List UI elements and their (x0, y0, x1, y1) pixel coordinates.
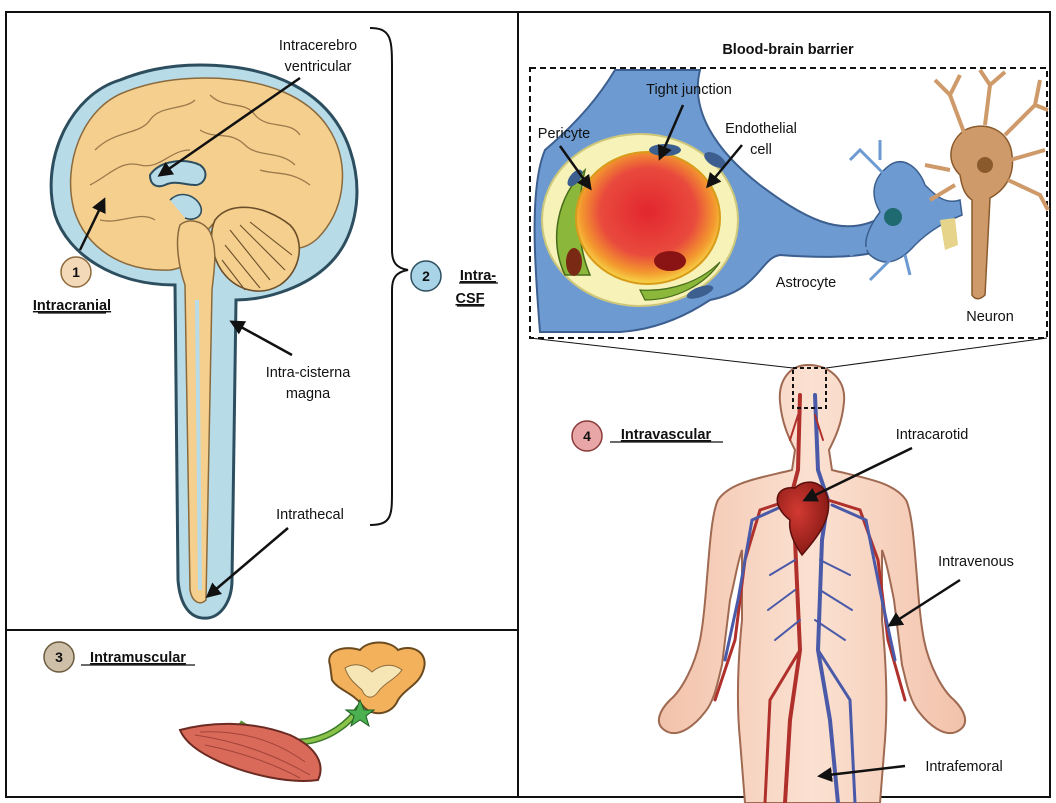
brain-sagittal-illustration (51, 65, 357, 618)
label-astrocyte: Astrocyte (776, 275, 836, 291)
label-tight-junction: Tight junction (646, 82, 732, 98)
csf-brace (370, 28, 408, 525)
label-intrathecal: Intrathecal (276, 507, 344, 523)
badge-2-number: 2 (422, 268, 430, 284)
title-blood-brain-barrier: Blood-brain barrier (722, 42, 854, 58)
label-endothelial-line2: cell (750, 142, 772, 158)
label-intravenous: Intravenous (938, 554, 1014, 570)
label-endothelial-line1: Endothelial (725, 121, 797, 137)
badge-1-number: 1 (72, 264, 80, 280)
label-intra-cisterna-line1: Intra-cisterna (266, 365, 352, 381)
badge-3: 3 (44, 642, 74, 672)
label-pericyte: Pericyte (538, 126, 590, 142)
badge-2: 2 (411, 261, 441, 291)
badge-4: 4 (572, 421, 602, 451)
badge-3-number: 3 (55, 649, 63, 665)
badge-4-number: 4 (583, 428, 591, 444)
neuromuscular-illustration (180, 643, 425, 781)
title-intramuscular: Intramuscular (90, 650, 186, 666)
label-neuron: Neuron (966, 309, 1014, 325)
title-intravascular: Intravascular (621, 427, 712, 443)
label-intrafemoral: Intrafemoral (925, 759, 1002, 775)
title-intra-csf-line1: Intra- (460, 268, 496, 284)
label-intracerebroventricular-line2: ventricular (285, 59, 352, 75)
arrow-intra-cisterna (232, 322, 292, 355)
title-intra-csf-line2: CSF (456, 291, 485, 307)
label-intracerebroventricular-line1: Intracerebro (279, 38, 357, 54)
label-intra-cisterna-line2: magna (286, 386, 331, 402)
label-intracarotid: Intracarotid (896, 427, 969, 443)
title-intracranial: Intracranial (33, 298, 111, 314)
badge-1: 1 (61, 257, 91, 287)
bbb-illustration (535, 70, 1048, 332)
